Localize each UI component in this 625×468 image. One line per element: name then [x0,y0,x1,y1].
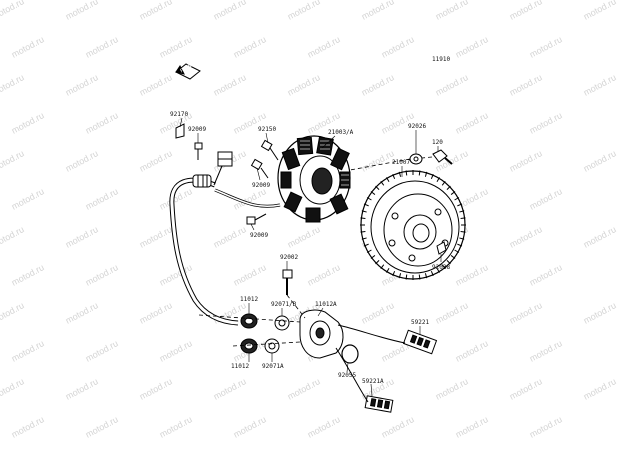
part-label-92009-a: 92009 [188,126,207,133]
rotor-tooth [457,243,463,247]
rotor-tooth [361,210,367,213]
rotor-tooth [460,217,466,219]
clip-92170 [175,123,185,139]
stator-21003 [277,135,351,223]
rotor-tooth [366,249,372,253]
rotor-tooth [430,271,434,277]
rotor-tooth [436,268,440,273]
rotor-tooth [454,249,460,253]
rotor-tooth [430,173,434,179]
part-label-92150: 92150 [258,126,277,133]
rotor-tooth [361,237,367,240]
rotor-tooth [459,210,465,213]
part-label-92002: 92002 [280,254,299,261]
rotor-tooth [418,274,421,280]
rotor-tooth [405,170,408,176]
bolt-92002 [282,269,293,295]
part-label-92038: 92038 [432,264,451,271]
rotor-tooth [363,243,369,247]
part-label-59221: 59221 [411,319,430,326]
part-label-92009-c: 92009 [250,232,269,239]
bolt-120 [432,149,453,165]
part-label-120: 120 [432,139,443,146]
rotor-tooth [398,171,402,177]
part-label-11012-a: 11012 [240,296,259,303]
rotor-tooth [370,255,376,259]
rotor-tooth [450,191,456,195]
rotor-tooth [441,264,446,269]
rotor-tooth [386,177,390,182]
part-label-21003a: 21003/A [328,129,354,136]
rotor-tooth [424,273,428,279]
cap-11012-bottom [240,338,258,354]
rotor-tooth [424,171,428,177]
cap-11012-top [240,313,258,329]
rotor-tooth [460,231,466,233]
connector-59221 [402,329,438,355]
part-label-92071b: 92071/B [271,301,297,308]
front-arrow-icon [175,63,201,80]
part-label-59221a: 59221A [362,378,384,385]
rotor-tooth [366,197,372,201]
part-label-92009-b: 92009 [252,182,271,189]
wiring-harness [169,177,281,326]
rotor-tooth [398,273,402,279]
pickup-housing-11012a [299,309,344,359]
bolt-92009-a [194,142,203,160]
rotor-tooth [436,177,440,182]
rotor-tooth [370,191,376,195]
part-label-92071a: 92071A [262,363,284,370]
bolt-92009-c [246,213,267,225]
oring-92055 [341,344,359,364]
harness-grommet [192,174,212,188]
rotor-tooth [441,181,446,186]
part-label-92026: 92026 [408,123,427,130]
part-label-92170: 92170 [170,111,189,118]
rotor-tooth [375,260,380,265]
seal-92071b [274,315,290,331]
part-label-21007: 21007 [392,159,411,166]
part-label-11012a: 11012A [315,301,337,308]
bolt-92009-b [250,158,269,179]
seal-92071a [264,338,280,354]
rotor-tooth [450,255,456,259]
part-label-92055: 92055 [338,372,357,379]
rotor-tooth [363,203,369,207]
rotor-tooth [454,197,460,201]
rotor-tooth [457,203,463,207]
rotor-tooth [392,271,396,277]
rotor-tooth [392,173,396,179]
rotor-tooth [360,231,366,233]
rotor-tooth [380,181,385,186]
bolt-92150 [260,139,279,161]
part-label-11012-b: 11012 [231,363,250,370]
wire-clamp [213,151,233,186]
rotor-tooth [380,264,385,269]
rotor-tooth [405,274,408,280]
rotor-21007 [360,170,466,280]
rotor-tooth [418,170,421,176]
diagram-code-label: 11910 [432,56,451,63]
key-92038 [436,241,447,255]
rotor-tooth [446,185,451,190]
connector-59221a [364,395,394,413]
washer-92026 [409,153,423,165]
rotor-tooth [386,268,390,273]
rotor-tooth [459,237,465,240]
rotor-tooth [375,185,380,190]
rotor-tooth [360,217,366,219]
rotor-tooth [446,260,451,265]
